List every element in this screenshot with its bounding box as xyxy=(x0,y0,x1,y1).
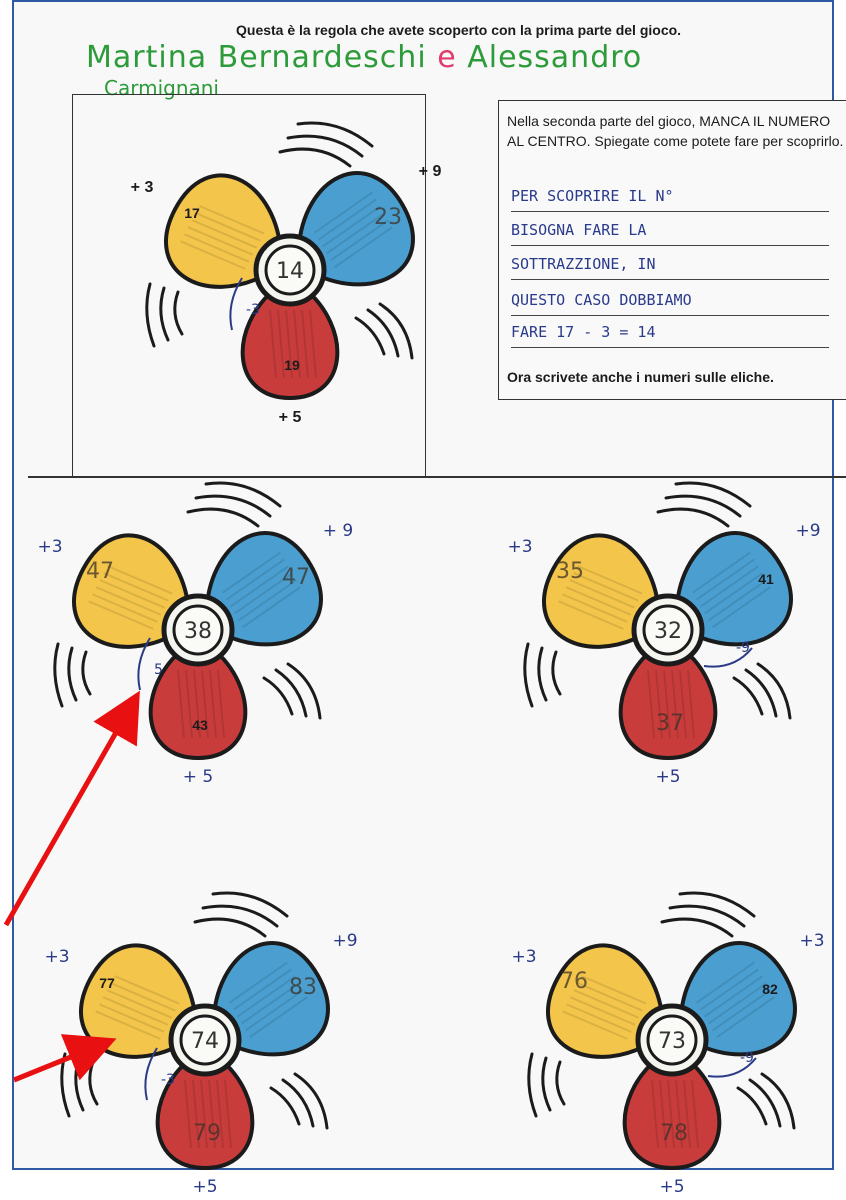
arrow-note: -9 xyxy=(740,1050,754,1066)
answer-line: FARE 17 - 3 = 14 xyxy=(511,323,829,348)
motion-line xyxy=(553,652,560,694)
yellow-blade-number: 47 xyxy=(86,559,114,584)
motion-line xyxy=(662,919,732,936)
blue-blade-number: 41 xyxy=(758,571,774,587)
motion-line xyxy=(206,483,280,506)
center-number: 38 xyxy=(184,619,212,644)
propeller-example: 17 23 19 14 + 3 + 9 + 5 -3 xyxy=(120,110,460,430)
motion-line xyxy=(188,509,258,526)
motion-line xyxy=(738,1088,766,1124)
motion-line xyxy=(525,644,532,706)
student-names: Martina Bernardeschi e Alessandro xyxy=(86,40,642,75)
red-blade-number: 79 xyxy=(193,1121,221,1146)
yellow-blade-number: 77 xyxy=(99,975,115,991)
motion-line xyxy=(676,483,750,506)
motion-line xyxy=(213,893,287,916)
label-red: +5 xyxy=(659,1177,684,1197)
red-blade-number: 78 xyxy=(660,1121,688,1146)
motion-line xyxy=(83,652,90,694)
red-blade-number: 37 xyxy=(656,711,684,736)
blue-blade-number: 23 xyxy=(374,205,402,230)
label-blue: + 9 xyxy=(419,163,442,180)
label-red: + 5 xyxy=(279,409,302,426)
center-number: 74 xyxy=(191,1029,219,1054)
yellow-blade-number: 76 xyxy=(560,969,588,994)
propeller-fan-4: 76 82 78 73 +3 +3 +5 -9 xyxy=(502,880,842,1200)
propeller-fan-1: 47 47 43 38 +3 + 9 + 5 5 xyxy=(28,470,368,790)
student-name-2: Alessandro xyxy=(467,40,642,75)
motion-line xyxy=(734,678,762,714)
label-blue: +9 xyxy=(795,521,820,541)
label-yellow: +3 xyxy=(507,537,532,557)
motion-line xyxy=(543,1058,550,1110)
label-red: +5 xyxy=(655,767,680,787)
answer-line: BISOGNA FARE LA xyxy=(511,221,829,246)
motion-line xyxy=(280,149,350,166)
arrow-note: -3 xyxy=(161,1072,175,1088)
motion-line xyxy=(69,648,76,700)
motion-line xyxy=(264,678,292,714)
center-number: 14 xyxy=(276,259,304,284)
label-blue: + 9 xyxy=(323,521,353,541)
student-name-1: Martina Bernardeschi xyxy=(86,40,427,75)
instruction-box: Nella seconda parte del gioco, MANCA IL … xyxy=(498,100,846,400)
motion-line xyxy=(76,1058,83,1110)
yellow-blade-number: 17 xyxy=(184,205,200,221)
propeller-fan-2: 35 41 37 32 +3 +9 +5 -9 xyxy=(498,470,838,790)
label-yellow: +3 xyxy=(511,947,536,967)
label-yellow: + 3 xyxy=(131,179,154,196)
label-red: +5 xyxy=(192,1177,217,1197)
motion-line xyxy=(147,284,154,346)
names-conjunction: e xyxy=(437,40,456,75)
motion-line xyxy=(62,1054,69,1116)
motion-line xyxy=(161,288,168,340)
motion-line xyxy=(539,648,546,700)
motion-line xyxy=(680,893,754,916)
red-blade-number: 19 xyxy=(284,357,300,373)
label-yellow: +3 xyxy=(37,537,62,557)
arrow-note: 5 xyxy=(154,662,163,678)
motion-line xyxy=(55,644,62,706)
motion-line xyxy=(356,318,384,354)
motion-line xyxy=(90,1062,97,1104)
worksheet-heading: Questa è la regola che avete scoperto co… xyxy=(236,22,681,38)
instruction-text: Nella seconda parte del gioco, MANCA IL … xyxy=(507,111,845,151)
blue-blade-number: 82 xyxy=(762,981,778,997)
motion-line xyxy=(195,919,265,936)
label-blue: +3 xyxy=(799,931,824,951)
label-yellow: +3 xyxy=(44,947,69,967)
center-number: 73 xyxy=(658,1029,686,1054)
motion-line xyxy=(658,509,728,526)
label-red: + 5 xyxy=(183,767,213,787)
blue-blade-number: 83 xyxy=(289,975,317,1000)
answer-line: PER SCOPRIRE IL N° xyxy=(511,187,829,212)
motion-line xyxy=(175,292,182,334)
arrow-note: -3 xyxy=(246,302,260,318)
motion-line xyxy=(271,1088,299,1124)
blue-blade-number: 47 xyxy=(282,565,310,590)
answer-line: SOTTRAZZIONE, IN xyxy=(511,255,829,280)
yellow-blade-number: 35 xyxy=(556,559,584,584)
propeller-fan-3: 77 83 79 74 +3 +9 +5 -3 xyxy=(35,880,375,1200)
center-number: 32 xyxy=(654,619,682,644)
arrow-note: -9 xyxy=(736,640,750,656)
motion-line xyxy=(557,1062,564,1104)
final-instruction: Ora scrivete anche i numeri sulle eliche… xyxy=(507,369,774,385)
label-blue: +9 xyxy=(332,931,357,951)
motion-line xyxy=(298,123,372,146)
motion-line xyxy=(529,1054,536,1116)
red-blade-number: 43 xyxy=(192,717,208,733)
answer-line: QUESTO CASO DOBBIAMO xyxy=(511,291,829,316)
